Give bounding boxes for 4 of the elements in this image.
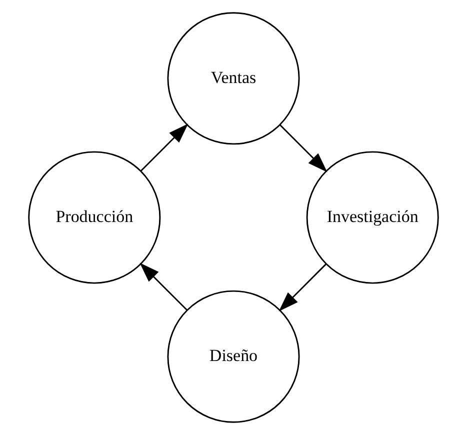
arrow bbox=[280, 124, 328, 172]
arrow bbox=[278, 264, 326, 312]
arrow bbox=[140, 262, 188, 310]
arrow bbox=[140, 124, 188, 172]
